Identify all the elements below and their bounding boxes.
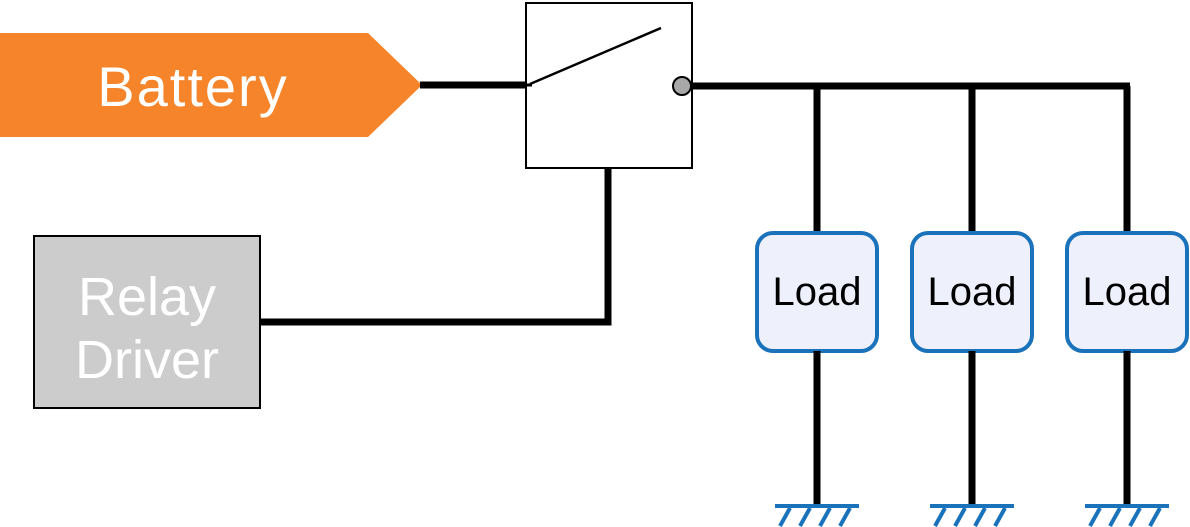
battery-arrow [0,33,422,137]
relay-driver-label-line2: Driver [75,330,219,390]
load-branch-2: Load [910,86,1034,527]
relay-driver-label-line1: Relay [78,267,216,327]
ground-icon [775,504,859,527]
relay-switch-arm [529,26,662,86]
load-branch-1: Load [755,86,879,527]
relay-box [525,2,693,169]
load-branch-3: Load [1065,86,1189,527]
wire-relay-to-driver [260,168,612,326]
ground-icon [930,504,1014,527]
load-label: Load [773,270,862,314]
relay-contact-icon [672,76,692,96]
ground-icon [1085,504,1169,527]
battery-label: Battery [97,55,288,118]
load-label: Load [1083,270,1172,314]
load-label: Load [928,270,1017,314]
relay-driver-box [33,235,261,409]
